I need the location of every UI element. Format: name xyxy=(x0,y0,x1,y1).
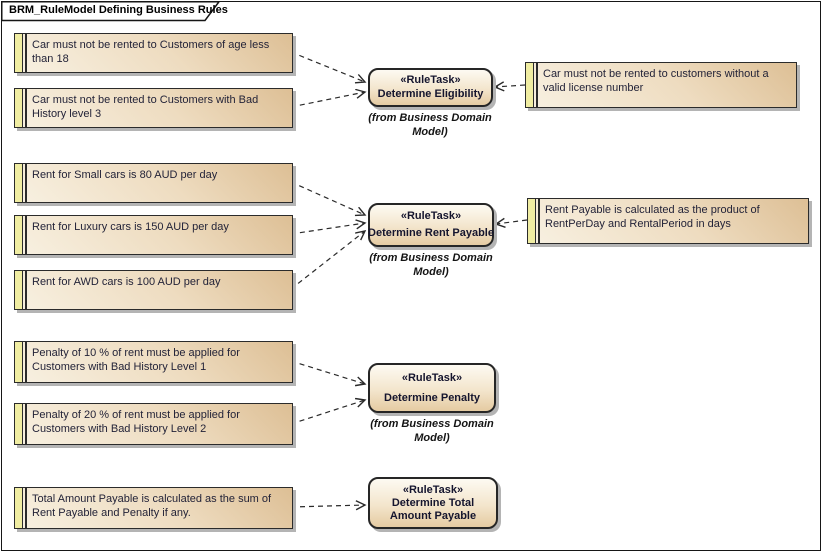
note-text: Car must not be rented to customers with… xyxy=(543,68,769,94)
note-text: Rent for Small cars is 80 AUD per day xyxy=(32,169,218,181)
stereotype-label: «RuleTask» xyxy=(401,371,463,384)
diagram-tab-shape xyxy=(1,1,221,22)
task-name: Determine Penalty xyxy=(384,391,480,404)
note-text: Penalty of 10 % of rent must be applied … xyxy=(32,347,240,373)
note-text: Penalty of 20 % of rent must be applied … xyxy=(32,409,240,435)
stereotype-label: «RuleTask» xyxy=(400,210,462,222)
from-package-label: (from Business Domain Model) xyxy=(370,418,494,444)
diagram-title: BRM_RuleModel Defining Business Rules xyxy=(9,4,228,16)
note-strip-icon xyxy=(15,89,23,127)
business-rule-note[interactable]: Rent for Small cars is 80 AUD per day xyxy=(14,163,293,203)
note-strip-icon xyxy=(15,34,23,72)
business-rule-note[interactable]: Car must not be rented to Customers with… xyxy=(14,88,293,128)
note-strip-icon xyxy=(15,164,23,202)
from-package-label: (from Business Domain Model) xyxy=(369,252,493,278)
stereotype-label: «RuleTask» xyxy=(402,483,464,496)
ruletask-determine-total-amount-payable[interactable]: «RuleTask» Determine Total Amount Payabl… xyxy=(368,477,498,529)
note-text: Total Amount Payable is calculated as th… xyxy=(32,493,272,519)
ruletask-determine-rent-payable[interactable]: «RuleTask» Determine Rent Payable xyxy=(368,203,494,247)
note-text: Car must not be rented to Customers of a… xyxy=(32,39,270,65)
business-rule-note[interactable]: Rent Payable is calculated as the produc… xyxy=(527,198,809,244)
note-strip-icon xyxy=(528,199,536,243)
note-text: Rent for Luxury cars is 150 AUD per day xyxy=(32,221,229,233)
note-text: Rent for AWD cars is 100 AUD per day xyxy=(32,276,221,288)
business-rule-note[interactable]: Total Amount Payable is calculated as th… xyxy=(14,487,293,529)
business-rule-note[interactable]: Penalty of 20 % of rent must be applied … xyxy=(14,403,293,445)
note-strip-icon xyxy=(15,342,23,382)
note-text: Car must not be rented to Customers with… xyxy=(32,94,259,120)
task-name: Determine Rent Payable xyxy=(368,227,494,239)
business-rule-note[interactable]: Penalty of 10 % of rent must be applied … xyxy=(14,341,293,383)
note-strip-icon xyxy=(15,488,23,528)
business-rule-note[interactable]: Car must not be rented to customers with… xyxy=(525,62,797,108)
ruletask-determine-eligibility[interactable]: «RuleTask» Determine Eligibility xyxy=(368,68,493,107)
note-strip-icon xyxy=(15,271,23,309)
ruletask-determine-penalty[interactable]: «RuleTask» Determine Penalty xyxy=(368,363,496,413)
from-package-label: (from Business Domain Model) xyxy=(368,112,492,138)
business-rule-note[interactable]: Rent for AWD cars is 100 AUD per day xyxy=(14,270,293,310)
note-strip-icon xyxy=(15,404,23,444)
note-text: Rent Payable is calculated as the produc… xyxy=(545,204,760,230)
note-strip-icon xyxy=(526,63,534,107)
task-name: Determine Total Amount Payable xyxy=(389,496,477,522)
business-rule-note[interactable]: Car must not be rented to Customers of a… xyxy=(14,33,293,73)
stereotype-label: «RuleTask» xyxy=(400,73,461,86)
note-strip-icon xyxy=(15,216,23,254)
diagram-tab: BRM_RuleModel Defining Business Rules xyxy=(1,1,228,23)
task-name: Determine Eligibility xyxy=(377,88,484,101)
business-rule-note[interactable]: Rent for Luxury cars is 150 AUD per day xyxy=(14,215,293,255)
